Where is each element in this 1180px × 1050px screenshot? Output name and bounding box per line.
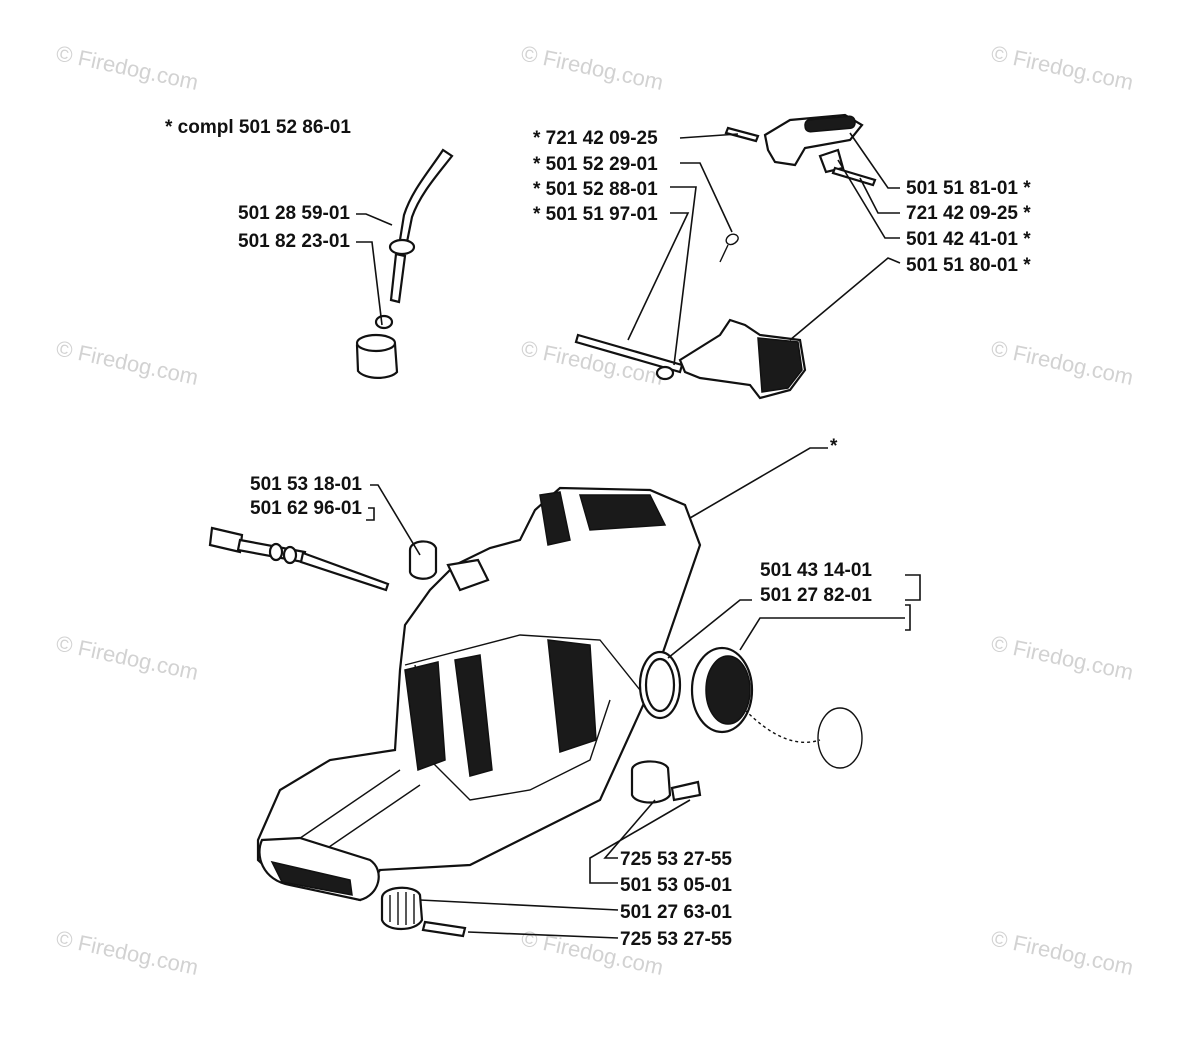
tank-ridge-1 [404,634,641,691]
watermark-1: © Firedog.com [54,40,201,95]
hose-connector [388,238,416,256]
leader-screw-b [467,931,619,939]
label-cap-b: 501 27 82-01 [760,585,872,606]
oil-outlet-drawing [446,558,490,592]
label-cap-a: 501 43 14-01 [760,560,872,581]
oil-valve-assembly [208,526,438,592]
label-tank-star: * [830,436,838,457]
leader-hose [356,213,393,226]
label-spring: * 501 52 29-01 [533,154,658,175]
leader-sleeve-r [837,159,900,239]
trigger-dark-side [757,337,803,393]
leader-lever-r [849,132,900,189]
label-valve-b: 501 62 96-01 [250,498,362,519]
spring-drawing [719,233,739,263]
damper-top-drawing [630,760,672,804]
label-damper-a: 501 53 05-01 [620,875,732,896]
leader-cap-a [739,617,905,651]
watermark-7: © Firedog.com [54,630,201,685]
watermark-9: © Firedog.com [989,630,1136,685]
rod-bushing [655,365,675,381]
fuel-cap-face [705,655,751,725]
leader-damper-a [589,799,691,884]
leader-bushing [670,186,697,366]
damper-bottom-ribs [389,892,415,925]
leader-spring [680,162,733,233]
leader-screw-a [603,799,656,859]
cap-chain [744,709,821,744]
leader-damper-b [419,899,619,911]
watermark-6: © Firedog.com [989,335,1136,390]
small-pin-drawing [724,126,760,143]
watermark-4: © Firedog.com [54,335,201,390]
filter-neck [374,314,394,330]
label-bushing: * 501 52 88-01 [533,179,658,200]
label-hose: 501 28 59-01 [238,203,350,224]
watermark-2: © Firedog.com [519,40,666,95]
valve-body-drawing [208,526,244,554]
tank-panel-3 [547,639,597,754]
label-lever-r: 501 51 81-01 * [906,178,1031,199]
leader-cap-b [667,599,752,659]
label-damper-b: 501 27 63-01 [620,902,732,923]
filter-top [355,333,397,353]
trigger-rod-drawing [574,333,684,374]
watermark-10: © Firedog.com [54,925,201,980]
leader-valve-b [366,507,375,521]
watermark-12: © Firedog.com [989,925,1136,980]
label-valve-a: 501 53 18-01 [250,474,362,495]
fuel-hose-drawing [398,148,454,244]
trigger-assembly [574,113,877,400]
fuel-hose-assembly [355,148,454,379]
tank-top-dark [579,494,667,531]
valve-needle-drawing [299,551,390,592]
leader-tank-star [689,447,828,519]
valve-bushing-drawing [408,540,438,580]
leader-rod [627,212,690,341]
label-screw-a: 725 53 27-55 [620,849,732,870]
valve-ring-2 [282,545,298,565]
part-labels: * compl 501 52 86-01 501 28 59-01 501 82… [165,117,1031,950]
label-trigger-r: 501 51 80-01 * [906,255,1031,276]
label-filter: 501 82 23-01 [238,231,350,252]
label-pin-top: * 721 42 09-25 [533,128,658,149]
damper-parts [380,760,702,938]
leader-filter [356,241,383,326]
handle-end-dark [270,860,353,896]
screw-bottom-drawing [421,920,467,938]
tank-panel-2 [454,654,493,777]
cap-chain-loop [817,707,863,769]
leader-cap-bracket [905,574,921,631]
label-compl: * compl 501 52 86-01 [165,117,351,138]
valve-ring-1 [268,542,284,562]
screw-top-drawing [670,780,702,802]
damper-bottom-drawing [380,886,424,931]
fuel-tank-housing [256,486,702,902]
label-sleeve-r: 501 42 41-01 * [906,229,1031,250]
label-screw-b: 725 53 27-55 [620,929,732,950]
leader-pin-top [679,133,739,139]
leader-trigger-r [789,257,901,341]
leader-pin-r [859,177,900,214]
lock-grip [804,115,856,133]
filter-tube [389,252,407,304]
label-pin-r: 721 42 09-25 * [906,203,1031,224]
right-pin-drawing [831,166,877,187]
leader-lines [356,132,921,939]
label-rod: * 501 51 97-01 [533,204,658,225]
leader-valve-a [370,484,421,556]
tank-panel-1 [404,661,446,772]
watermark-3: © Firedog.com [989,40,1136,95]
tank-upper-dark [539,491,571,546]
cap-gasket-inner [644,657,676,713]
fuel-cap-assembly [638,646,863,769]
